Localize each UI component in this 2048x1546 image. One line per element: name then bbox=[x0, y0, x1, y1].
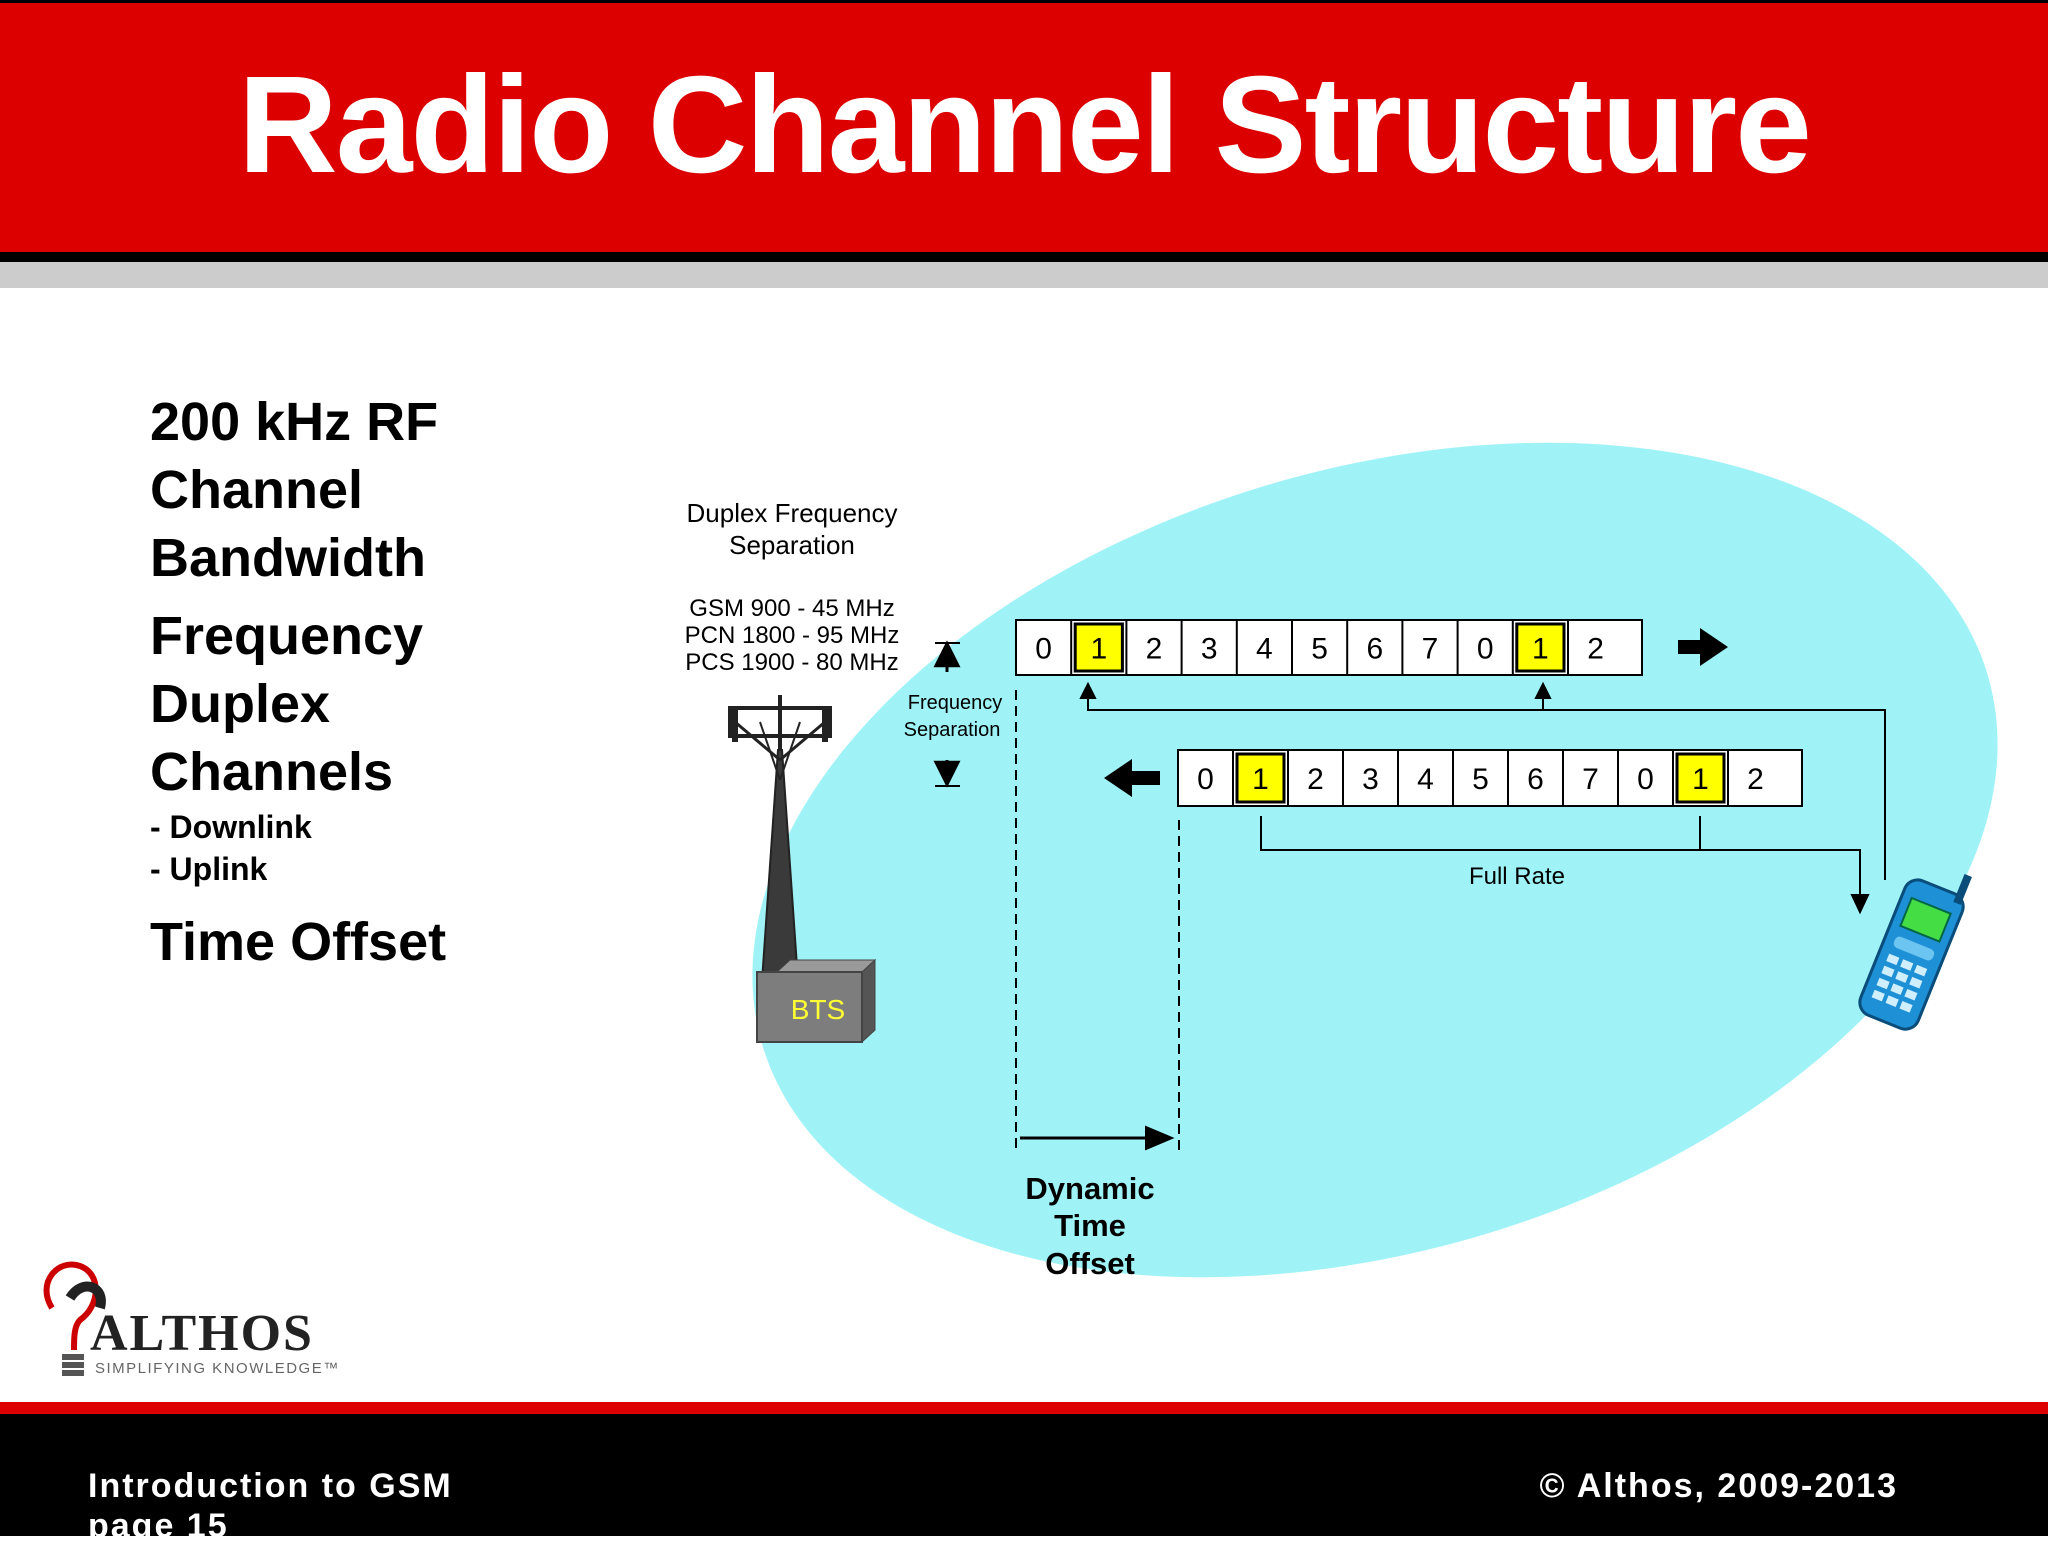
time-offset-marker bbox=[1015, 690, 1180, 1151]
duplex-title-line1: Duplex Frequency bbox=[687, 498, 898, 528]
uplink-slot-label: 4 bbox=[1417, 763, 1434, 796]
downlink-slot-label: 2 bbox=[1146, 633, 1163, 666]
downlink-slot-7 bbox=[1406, 624, 1454, 671]
downlink-slot-label: 0 bbox=[1477, 633, 1494, 666]
full-rate-connector bbox=[1260, 816, 1870, 915]
footer-page-number: page 15 bbox=[88, 1507, 229, 1545]
downlink-slot-8 bbox=[1461, 624, 1509, 671]
footer-course: Introduction to GSM bbox=[88, 1467, 453, 1505]
uplink-slot-label: 6 bbox=[1527, 763, 1544, 796]
downlink-slot-label: 6 bbox=[1366, 633, 1383, 666]
uplink-slot-5 bbox=[1457, 754, 1504, 802]
dynamic-offset-line2: Time bbox=[1054, 1208, 1126, 1243]
althos-logo: ALTHOS SIMPLIFYING KNOWLEDGE™ bbox=[30, 1258, 350, 1383]
uplink-slot-1 bbox=[1235, 752, 1286, 804]
bullet-time-offset: Time Offset bbox=[150, 912, 447, 972]
duplex-title-line2: Separation bbox=[729, 530, 855, 560]
uplink-slot-label: 2 bbox=[1307, 763, 1324, 796]
lightbulb-icon bbox=[43, 1261, 106, 1376]
dynamic-offset-line1: Dynamic bbox=[1025, 1171, 1154, 1206]
downlink-slot-label: 0 bbox=[1035, 633, 1052, 666]
mobile-phone-icon bbox=[1858, 874, 1972, 1031]
uplink-slot-8 bbox=[1622, 754, 1669, 802]
title-bar: Radio Channel Structure bbox=[0, 0, 2048, 252]
logo-tagline: SIMPLIFYING KNOWLEDGE™ bbox=[95, 1360, 340, 1377]
downlink-slot-label: 5 bbox=[1311, 633, 1328, 666]
bts-tower-icon bbox=[728, 695, 832, 1011]
downlink-slot-6 bbox=[1351, 624, 1399, 671]
uplink-slot-0 bbox=[1182, 754, 1229, 802]
footer-left: Introduction to GSM page 15 bbox=[88, 1466, 453, 1546]
downlink-direction-arrow bbox=[1678, 628, 1728, 666]
uplink-slot-label: 1 bbox=[1692, 763, 1709, 796]
title-shadow bbox=[0, 262, 2048, 288]
downlink-slot-label: 1 bbox=[1532, 633, 1549, 666]
downlink-slot-2 bbox=[1130, 624, 1178, 671]
uplink-slot-label: 3 bbox=[1362, 763, 1379, 796]
uplink-slot-9 bbox=[1675, 752, 1726, 804]
downlink-slot-0 bbox=[1020, 624, 1068, 671]
slide-title: Radio Channel Structure bbox=[238, 48, 1812, 202]
downlink-slot-9 bbox=[1515, 622, 1566, 673]
downlink-slot-label: 2 bbox=[1587, 633, 1604, 666]
uplink-slot-10 bbox=[1732, 754, 1779, 802]
downlink-slot-label: 1 bbox=[1090, 633, 1107, 666]
bullet-list: 200 kHz RF Channel Bandwidth Frequency D… bbox=[150, 388, 446, 976]
uplink-slot-label: 0 bbox=[1197, 763, 1214, 796]
uplink-slot-3 bbox=[1347, 754, 1394, 802]
bts-box bbox=[756, 958, 877, 1044]
uplink-slot-label: 2 bbox=[1747, 763, 1764, 796]
downlink-frame: 0 1 2 3 4 5 6 7 0 1 2 bbox=[1015, 619, 1643, 676]
frequency-separation-indicator bbox=[933, 640, 961, 788]
band-gsm900: GSM 900 - 45 MHz bbox=[689, 595, 894, 622]
radio-channel-diagram: Duplex Frequency Separation GSM 900 - 45… bbox=[685, 442, 1998, 1281]
dynamic-offset-line3: Offset bbox=[1045, 1246, 1135, 1281]
title-divider bbox=[0, 252, 2048, 262]
uplink-slot-label: 1 bbox=[1252, 763, 1269, 796]
downlink-slot-5 bbox=[1296, 624, 1344, 671]
downlink-slot-3 bbox=[1185, 624, 1233, 671]
downlink-slot-10 bbox=[1572, 624, 1620, 671]
bts-label: BTS bbox=[791, 994, 845, 1025]
downlink-slot-label: 7 bbox=[1422, 633, 1439, 666]
bullet-uplink: - Uplink bbox=[150, 851, 268, 887]
uplink-direction-arrow bbox=[1104, 759, 1160, 797]
downlink-timeslot-connectors bbox=[1079, 681, 1886, 880]
uplink-slot-2 bbox=[1292, 754, 1339, 802]
footer: Introduction to GSM page 15 © Althos, 20… bbox=[0, 1414, 2048, 1545]
band-pcn1800: PCN 1800 - 95 MHz bbox=[685, 622, 900, 649]
full-rate-label: Full Rate bbox=[1469, 863, 1565, 890]
footer-divider bbox=[0, 1402, 2048, 1414]
uplink-slot-label: 7 bbox=[1582, 763, 1599, 796]
bullet-bandwidth: 200 kHz RF Channel Bandwidth bbox=[150, 392, 439, 588]
uplink-slot-4 bbox=[1402, 754, 1449, 802]
bullet-duplex: Frequency Duplex Channels bbox=[150, 606, 424, 802]
downlink-slot-label: 4 bbox=[1256, 633, 1273, 666]
band-pcs1900: PCS 1900 - 80 MHz bbox=[685, 649, 898, 676]
uplink-slot-label: 5 bbox=[1472, 763, 1489, 796]
freq-sep-line1: Frequency bbox=[908, 692, 1003, 714]
downlink-slot-4 bbox=[1240, 624, 1288, 671]
uplink-slot-6 bbox=[1512, 754, 1559, 802]
freq-sep-line2: Separation bbox=[904, 719, 1001, 741]
uplink-frame: 0 1 2 3 4 5 6 7 0 1 2 bbox=[1177, 749, 1803, 807]
bullet-downlink: - Downlink bbox=[150, 809, 312, 845]
downlink-slot-1 bbox=[1073, 622, 1124, 673]
uplink-slot-label: 0 bbox=[1637, 763, 1654, 796]
logo-name: ALTHOS bbox=[90, 1305, 314, 1362]
downlink-slot-label: 3 bbox=[1201, 633, 1218, 666]
footer-copyright: © Althos, 2009-2013 bbox=[1539, 1467, 1898, 1505]
uplink-slot-7 bbox=[1567, 754, 1614, 802]
